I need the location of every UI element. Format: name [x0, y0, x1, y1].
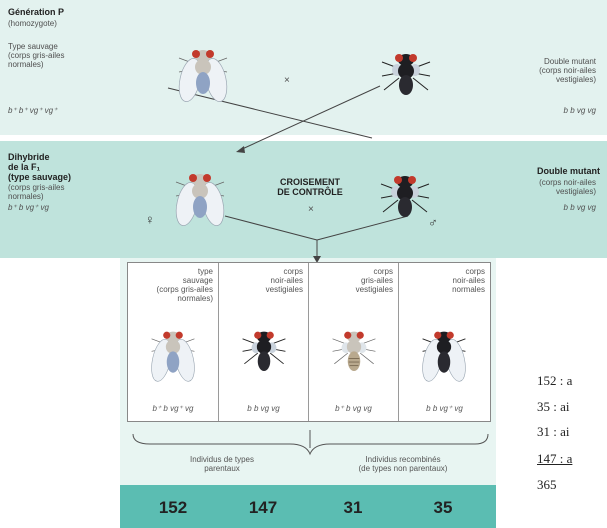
double-mutant-genotype: b b vg vg — [470, 106, 596, 115]
parental-generation-subtitle: (homozygote) — [8, 19, 57, 28]
side-note: 152 : a — [537, 373, 572, 389]
offspring-genotype: b b vg vg — [219, 404, 308, 413]
count-wild-type: 152 — [138, 498, 208, 518]
fly-offspring-gray-vestigial — [329, 319, 379, 389]
fly-f1-double-mutant — [377, 162, 433, 228]
f1-double-mutant-title: Double mutant — [470, 167, 600, 176]
count-black-vestigial: 147 — [228, 498, 298, 518]
fly-offspring-black-vestigial — [239, 319, 289, 389]
female-symbol: ♀ — [145, 215, 155, 224]
count-gray-vestigial: 31 — [318, 498, 388, 518]
side-note-total: 365 — [537, 477, 557, 493]
recombined-types-label: Individus recombinés (de types non paren… — [318, 455, 488, 473]
f1-double-mutant-genotype: b b vg vg — [470, 203, 596, 212]
test-cross-label: CROISEMENT DE CONTRÔLE — [255, 177, 365, 197]
parental-generation-title: Génération P — [8, 8, 64, 17]
test-cross-symbol: × — [308, 205, 314, 214]
fly-offspring-wild-type — [148, 319, 198, 389]
fly-double-mutant-parental — [378, 40, 434, 106]
f1-title: Dihybride de la F₁ (type sauvage) — [8, 152, 71, 182]
f1-genotype: b⁺ b vg⁺ vg — [8, 203, 49, 212]
offspring-genotype: b⁺ b vg⁺ vg — [128, 404, 218, 413]
f1-double-mutant-description: (corps noir-ailes vestigiales) — [470, 178, 596, 196]
parental-types-label: Individus de types parentaux — [142, 455, 302, 473]
side-note: 31 : ai — [537, 424, 570, 440]
fly-offspring-black-normal — [419, 319, 469, 389]
side-note: 147 : a — [537, 451, 572, 467]
offspring-genotype: b⁺ b vg vg — [309, 404, 398, 413]
wild-type-genotype: b⁺ b⁺ vg⁺ vg⁺ — [8, 106, 57, 115]
f1-description: (corps gris-ailes normales) — [8, 183, 64, 201]
offspring-genotype: b b vg⁺ vg — [399, 404, 490, 413]
side-note: 35 : ai — [537, 399, 570, 415]
double-mutant-description: Double mutant (corps noir-ailes vestigia… — [470, 57, 596, 84]
wild-type-description: Type sauvage (corps gris-ailes normales) — [8, 42, 64, 69]
cross-symbol: × — [284, 76, 290, 85]
count-black-normal: 35 — [408, 498, 478, 518]
fly-f1-dihybrid — [172, 160, 228, 234]
fly-wild-type-parental — [175, 36, 231, 110]
